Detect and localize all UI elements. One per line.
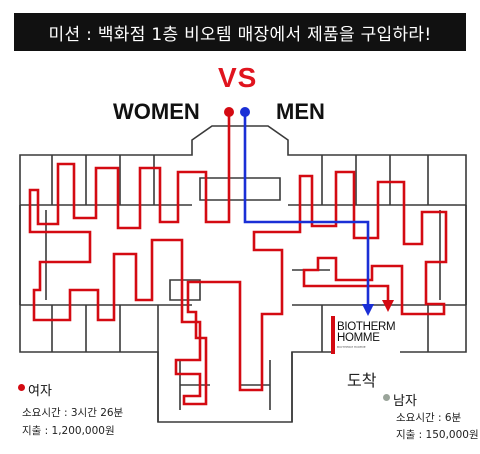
- biotherm-store-sign: BIOTHERM HOMME BIOTHERM HOMME: [331, 316, 400, 354]
- female-time: 소요시간 : 3시간 26분: [22, 407, 124, 419]
- women-arrowhead: [382, 300, 394, 312]
- store-tagline: BIOTHERM HOMME: [337, 344, 366, 349]
- mission-banner: 미션 : 백화점 1층 비오템 매장에서 제품을 구입하라!: [14, 13, 466, 51]
- male-cost: 지출 : 150,000원: [396, 429, 479, 441]
- women-start-dot: [224, 107, 234, 117]
- building-outline: [19, 125, 467, 423]
- men-path: [243, 112, 370, 304]
- women-label: WOMEN: [113, 99, 200, 124]
- arrival-label: 도착: [347, 371, 377, 390]
- men-arrowhead: [362, 304, 374, 316]
- female-cost: 지출 : 1,200,000원: [22, 425, 115, 437]
- mission-text: 미션 : 백화점 1층 비오템 매장에서 제품을 구입하라!: [48, 24, 432, 45]
- vs-label: VS: [218, 62, 257, 94]
- women-path: [28, 112, 448, 406]
- men-label: MEN: [276, 99, 325, 124]
- store-name-line1: BIOTHERM: [337, 320, 396, 333]
- female-title: 여자: [28, 384, 52, 399]
- male-title: 남자: [393, 394, 417, 409]
- male-dot: [383, 394, 390, 401]
- male-time: 소요시간 : 6분: [396, 412, 462, 424]
- men-start-dot: [240, 107, 250, 117]
- female-dot: [18, 384, 25, 391]
- store-name-line2: HOMME: [337, 331, 380, 344]
- vs-text: VS: [218, 62, 258, 93]
